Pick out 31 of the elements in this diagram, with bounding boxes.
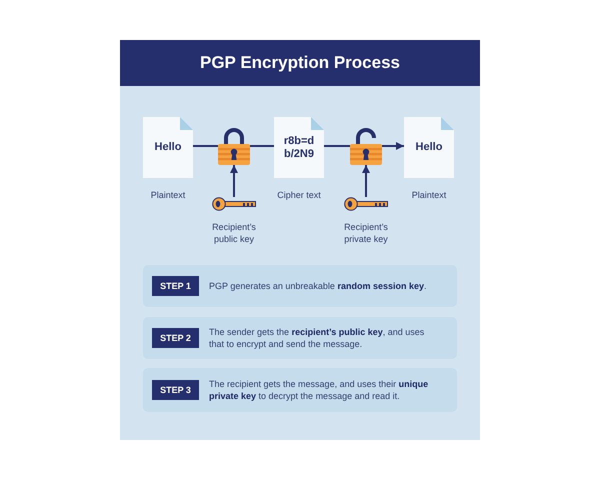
document-page — [404, 117, 454, 178]
document-text: Hello — [416, 141, 442, 154]
node-label: Plaintext — [150, 189, 186, 201]
arrow — [362, 165, 370, 197]
step-badge: STEP 2 — [152, 328, 199, 348]
document-page — [143, 117, 193, 178]
step-description: PGP generates an unbreakable random session key. — [209, 280, 426, 292]
step-badge: STEP 1 — [152, 276, 199, 296]
arrow — [230, 165, 238, 197]
arrow — [382, 142, 404, 150]
connector-line — [193, 145, 218, 147]
document-text: r8b=d b/2N9 — [282, 134, 316, 160]
node-label: Recipient’s public key — [211, 221, 257, 245]
node-label: Recipient’s private key — [343, 221, 389, 245]
step-badge: STEP 3 — [152, 380, 199, 400]
step-card — [143, 368, 457, 412]
node-label: Plaintext — [412, 189, 446, 201]
step-description: The sender gets the recipient’s public key, and uses that to encrypt and send the message. — [209, 326, 426, 350]
step-card — [143, 317, 457, 359]
key-icon — [344, 197, 388, 211]
key-icon — [212, 197, 256, 211]
title-banner: PGP Encryption Process — [120, 40, 480, 86]
step-card — [143, 265, 457, 307]
connector-line — [324, 145, 350, 147]
padlock-icon — [218, 127, 250, 165]
open-padlock-icon — [350, 127, 382, 165]
document-page — [274, 117, 324, 178]
document-text: Hello — [154, 141, 182, 154]
step-description: The recipient gets the message, and uses their unique private key to decrypt the message and read it. — [209, 378, 430, 402]
connector-line — [250, 145, 274, 147]
node-label: Cipher text — [277, 189, 321, 201]
